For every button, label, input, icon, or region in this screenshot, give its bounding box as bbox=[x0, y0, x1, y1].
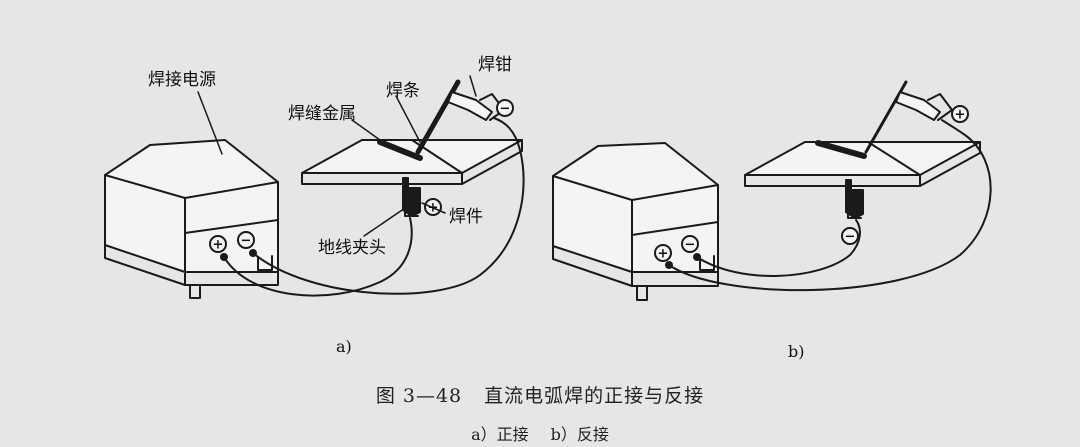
cable-negative-b bbox=[696, 219, 861, 277]
subfigure-label-a: a) bbox=[336, 337, 352, 356]
plus-sign-terminal-b: + bbox=[658, 247, 669, 262]
label-ground-clamp: 地线夹头 bbox=[318, 238, 386, 258]
negative-terminal-b bbox=[681, 235, 699, 253]
label-weld-metal: 焊缝金属 bbox=[288, 104, 356, 124]
label-workpiece: 焊件 bbox=[449, 207, 483, 227]
negative-sign-clamp-b bbox=[841, 227, 859, 245]
workpiece-b bbox=[744, 141, 981, 187]
positive-terminal-a bbox=[209, 235, 227, 253]
subfigure-b bbox=[552, 80, 992, 301]
minus-sign-holder-a: − bbox=[500, 102, 511, 117]
label-electrode-holder: 焊钳 bbox=[478, 55, 512, 75]
workpiece-a bbox=[301, 139, 523, 185]
cable-positive-b bbox=[668, 119, 992, 292]
ground-clamp-b bbox=[845, 179, 864, 219]
plus-sign-holder-b: + bbox=[955, 108, 966, 123]
label-power-source: 焊接电源 bbox=[148, 70, 216, 90]
subcaption-a: a）正接 bbox=[471, 425, 529, 444]
subfigure-label-b: b) bbox=[788, 342, 804, 361]
subfigure-a bbox=[104, 75, 525, 299]
minus-sign-terminal-a: − bbox=[241, 234, 252, 249]
weld-seam-b bbox=[815, 140, 867, 159]
figure-caption: 图 3—48 直流电弧焊的正接与反接 bbox=[0, 381, 1080, 408]
cable-positive-a bbox=[223, 217, 413, 297]
minus-sign-terminal-b: − bbox=[685, 238, 696, 253]
electrode-holder-a bbox=[447, 91, 505, 121]
figure-number: 图 3—48 bbox=[375, 385, 463, 407]
plus-sign-terminal-a: + bbox=[213, 238, 224, 253]
positive-terminal-b bbox=[654, 244, 672, 262]
negative-terminal-a bbox=[237, 231, 255, 249]
figure-subcaption: a）正接 b）反接 bbox=[0, 421, 1080, 445]
minus-sign-clamp-b: − bbox=[845, 230, 856, 245]
power-source-b bbox=[552, 142, 719, 301]
cable-negative-a bbox=[252, 117, 525, 295]
figure-title: 直流电弧焊的正接与反接 bbox=[484, 385, 705, 407]
plus-sign-clamp-a: + bbox=[428, 201, 439, 216]
electrode-holder-b bbox=[895, 91, 953, 121]
power-source-a bbox=[104, 139, 279, 299]
positive-sign-holder-b bbox=[951, 105, 969, 123]
subcaption-b: b）反接 bbox=[550, 425, 609, 444]
welding-diagram: 焊接电源 焊缝金属 焊条 焊钳 焊件 地线夹头 + − − + + − + − … bbox=[104, 55, 992, 361]
negative-sign-holder-a bbox=[496, 99, 514, 117]
label-electrode: 焊条 bbox=[386, 81, 420, 101]
